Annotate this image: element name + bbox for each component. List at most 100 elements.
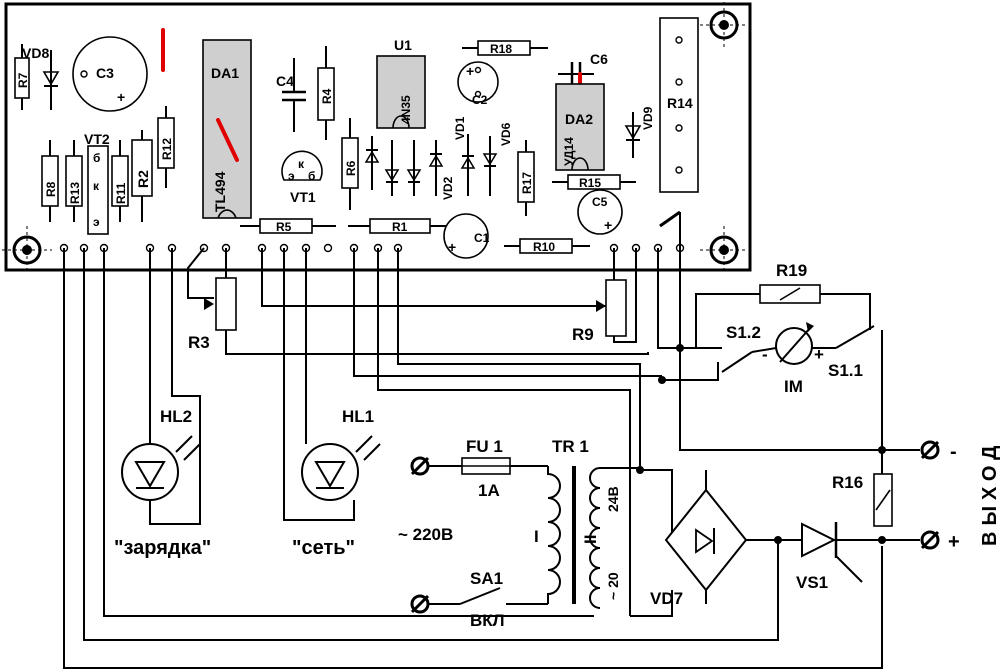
- r4-resistor: [317, 46, 335, 140]
- r1-resistor: [348, 218, 452, 234]
- r14-lead: [659, 210, 681, 228]
- vt1-e: э: [288, 169, 295, 183]
- u1-label: U1: [394, 37, 412, 53]
- u1-part-label: 4N35: [399, 95, 413, 124]
- r12-label: R12: [160, 138, 174, 160]
- s11-label: S1.1: [828, 361, 863, 380]
- vt1-k: к: [298, 157, 305, 171]
- r18-label: R18: [490, 42, 512, 56]
- c3-plus: +: [117, 89, 125, 105]
- hl2-led: [121, 435, 201, 501]
- c2-capacitor: [457, 61, 499, 103]
- vd1-label: VD1: [453, 116, 467, 140]
- r6-label: R6: [344, 160, 358, 176]
- hl1-led: [301, 435, 381, 501]
- c5-capacitor: [577, 189, 623, 235]
- r16-resistor: [873, 473, 893, 527]
- r13-label: R13: [68, 182, 82, 204]
- r13-resistor: [65, 140, 83, 222]
- tl494-label: TL494: [212, 171, 228, 212]
- r11-label: R11: [114, 182, 128, 204]
- hl1-caption: "сеть": [292, 537, 355, 559]
- vt2-label: VT2: [84, 131, 110, 147]
- vt1-b: б: [308, 169, 315, 183]
- im-label: IM: [784, 377, 803, 396]
- c5-label: C5: [592, 195, 608, 209]
- vt2-k: к: [93, 179, 100, 193]
- im-plus: +: [814, 345, 824, 364]
- vd8-label: VD8: [22, 45, 49, 61]
- c6-capacitor: [558, 62, 594, 86]
- r9-label: R9: [572, 325, 594, 344]
- tr1-transformer: [547, 466, 601, 609]
- r17-resistor: [517, 140, 535, 216]
- fu1-fuse: [428, 457, 548, 475]
- r9-potentiometer: [596, 279, 627, 337]
- sec-24v-label: 24В: [605, 486, 621, 512]
- fu1-rating: 1A: [478, 481, 500, 500]
- r10-label: R10: [533, 240, 555, 254]
- winding-1-label: I: [534, 527, 539, 546]
- mounting-hole-bottom-right: [700, 226, 748, 272]
- vt1-transistor: [281, 150, 323, 181]
- vt2-transistor: [87, 145, 109, 235]
- u1-optocoupler: [376, 55, 426, 129]
- r1-label: R1: [392, 220, 408, 234]
- im-ammeter: [751, 322, 836, 365]
- winding-2-label: II: [581, 535, 600, 544]
- mains-label: ~ 220В: [398, 525, 453, 544]
- c1-capacitor: [443, 213, 489, 259]
- vs1-label: VS1: [796, 573, 828, 592]
- sa1-label: SA1: [470, 569, 503, 588]
- r8-label: R8: [44, 181, 58, 197]
- im-minus: -: [762, 345, 768, 364]
- c2-plus: +: [466, 63, 474, 79]
- vd6-label: VD6: [499, 122, 513, 146]
- hl1-label: HL1: [342, 407, 374, 426]
- c3-capacitor: [72, 36, 148, 112]
- vd1-diode: [460, 134, 476, 196]
- vt2-b: б: [93, 151, 100, 165]
- da1-tl494-chip: [202, 39, 252, 219]
- c3-label: C3: [96, 65, 114, 81]
- r7-resistor: [14, 44, 30, 110]
- vt2-e: э: [93, 215, 100, 229]
- mains-terminal-bottom: [410, 594, 430, 614]
- da1-label: DA1: [211, 65, 239, 81]
- r5-resistor: [240, 218, 336, 234]
- jumper-red-2: [216, 118, 239, 162]
- ud14-label: УД14: [562, 137, 576, 166]
- fu1-label: FU 1: [466, 437, 503, 456]
- mains-terminal-top: [410, 456, 430, 476]
- output-minus-label: -: [950, 441, 957, 463]
- c4-capacitor: [282, 58, 306, 132]
- external-wires: [63, 212, 920, 669]
- board-edge-pads: [59, 243, 685, 253]
- output-minus-terminal: [920, 440, 940, 460]
- r5-label: R5: [276, 220, 292, 234]
- junction-dots: [636, 344, 886, 544]
- c5-plus: +: [604, 217, 612, 233]
- sec-20-label: ~ 20: [605, 572, 621, 600]
- r10-resistor: [504, 238, 590, 254]
- c1-label: C1: [474, 231, 490, 245]
- s11-switch: [835, 325, 875, 349]
- vd7-label: VD7: [650, 589, 683, 608]
- r18-resistor: [462, 40, 548, 56]
- tr1-label: TR 1: [552, 437, 589, 456]
- output-plus-label: +: [948, 531, 960, 553]
- vd7-bridge-rectifier: [664, 470, 748, 604]
- vd2-label: VD2: [441, 176, 455, 200]
- sa1-caption: ВКЛ: [470, 611, 505, 630]
- mounting-hole-bottom-left: [2, 226, 52, 272]
- vd8-diode: [42, 50, 60, 110]
- r3-label: R3: [188, 333, 210, 352]
- sa1-switch: [428, 587, 548, 605]
- r16-label: R16: [832, 473, 863, 492]
- c4-label: C4: [276, 73, 294, 89]
- r2-label: R2: [135, 170, 151, 188]
- r14-potentiometer: [659, 17, 699, 193]
- s12-switch: [706, 347, 753, 373]
- vs1-thyristor: [800, 522, 863, 583]
